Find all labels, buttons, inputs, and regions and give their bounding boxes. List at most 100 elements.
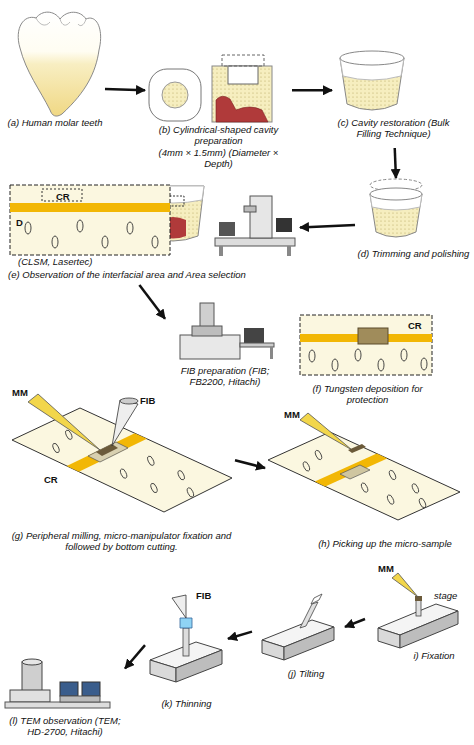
milling-plate — [177, 470, 186, 481]
pickup-plate — [388, 469, 397, 480]
interface-magnified — [77, 220, 83, 232]
tungsten-inset — [300, 315, 432, 375]
confocal-microscope — [250, 196, 272, 238]
flow-arrow — [345, 619, 365, 627]
step-caption: (a) Human molar teeth — [5, 117, 105, 128]
cavity-top-view — [162, 82, 188, 108]
pickup-plate — [268, 432, 460, 520]
interface-magnified — [152, 236, 158, 248]
tilted-stage — [284, 627, 334, 660]
fib-beam — [112, 400, 138, 446]
step-caption: (e) Observation of the interfacial area … — [8, 269, 300, 280]
tungsten-inset — [401, 349, 407, 361]
cavity-cross-section — [212, 55, 272, 122]
flow-arrow — [235, 460, 265, 468]
micromanipulator-needle — [28, 394, 100, 450]
step-caption: (4mm × 1.5mm) (Diameter × Depth) — [145, 147, 292, 169]
flow-arrow — [395, 148, 396, 178]
micromanipulator-needle — [300, 413, 366, 453]
sample-stage — [416, 600, 421, 616]
cavity-cross-section — [228, 66, 258, 84]
tem-instrument — [22, 662, 42, 692]
step-panel: (k) Thinning — [145, 588, 228, 715]
tem-instrument — [5, 702, 110, 708]
interface-magnified — [52, 236, 58, 248]
step-caption: (b) Cylindrical-shaped cavity preparatio… — [145, 124, 292, 146]
step-caption: i) Fixation — [400, 650, 468, 661]
sample-stage — [400, 611, 458, 648]
callout-label: CR — [44, 474, 58, 485]
flow-arrow — [125, 645, 145, 668]
flow-arrow — [292, 89, 332, 92]
cavity-top-view — [149, 69, 201, 121]
pickup-plate — [360, 482, 369, 493]
thinning-stage — [150, 660, 176, 682]
thinning-stage — [180, 618, 192, 628]
step-panel: (b) Cylindrical-shaped cavity preparatio… — [145, 50, 292, 172]
callout-label: CR — [408, 320, 422, 331]
milling-plate — [186, 487, 195, 498]
callout-label: FIB — [140, 395, 155, 406]
flow-arrow — [139, 285, 165, 319]
cavity-cross-section — [216, 96, 268, 122]
cavity-top-view — [149, 69, 201, 121]
fib-instrument — [180, 303, 274, 359]
molar-tooth — [18, 12, 100, 116]
milling-plate — [67, 433, 147, 472]
micromanipulator-needle — [300, 413, 352, 450]
tungsten-inset — [332, 359, 338, 371]
step-caption: (l) TEM observation (TEM; HD-2700, Hitac… — [5, 715, 125, 737]
flow-arrow — [105, 89, 145, 90]
tungsten-inset — [309, 350, 315, 362]
trimmed-specimen — [370, 188, 422, 200]
pickup-plate — [302, 461, 311, 472]
confocal-microscope — [244, 206, 256, 212]
confocal-microscope — [219, 246, 223, 256]
interface-magnified — [127, 222, 133, 234]
callout-label: FIB — [196, 590, 211, 601]
interface-magnified — [42, 189, 82, 201]
fib-instrument — [240, 343, 274, 347]
pickup-plate — [314, 449, 323, 460]
pickup-plate — [340, 465, 370, 479]
tungsten-inset — [355, 349, 361, 361]
pickup-plate — [268, 432, 460, 520]
step-caption: (CLSM, Lasertec) — [18, 256, 148, 267]
pickup-plate — [302, 449, 427, 508]
tungsten-inset — [309, 349, 427, 371]
step-panel: FIB preparation (FIB; FB2200, Hitachi) — [165, 295, 285, 390]
confocal-microscope — [219, 222, 235, 236]
tem-instrument — [60, 696, 100, 702]
tilted-stage — [262, 640, 284, 660]
callout-label: MM — [378, 563, 394, 574]
interface-magnified — [10, 185, 170, 255]
micromanipulator-needle — [28, 394, 100, 450]
cavity-cross-section — [222, 55, 264, 66]
callout-label: CR — [56, 191, 70, 202]
fib-beam — [120, 398, 138, 404]
micromanipulator-needle — [392, 573, 418, 597]
fib-beam — [172, 595, 186, 618]
interface-magnified — [10, 203, 170, 212]
micromanipulator-needle — [392, 573, 418, 597]
tungsten-inset — [378, 359, 384, 371]
step-caption: (h) Picking up the micro-sample — [305, 538, 465, 549]
interface-magnified — [102, 236, 108, 248]
callout-label: MM — [284, 409, 300, 420]
fib-beam — [112, 398, 138, 446]
tilted-stage — [262, 594, 334, 660]
flow-arrow — [228, 632, 252, 639]
interface-magnified — [25, 222, 31, 234]
step-caption: (d) Trimming and polishing — [355, 248, 472, 259]
pickup-plate — [386, 494, 395, 505]
interface-magnified — [10, 185, 170, 255]
thinning-stage — [183, 628, 189, 656]
milling-plate — [150, 482, 159, 493]
fib-instrument — [244, 328, 264, 343]
pickup-plate — [315, 454, 387, 487]
pickup-plate — [411, 483, 420, 494]
confocal-microscope — [215, 238, 295, 246]
step-caption: (c) Cavity restoration (Bulk Filling Tec… — [332, 117, 455, 139]
milling-plate — [52, 429, 195, 498]
milling-plate — [52, 442, 61, 453]
